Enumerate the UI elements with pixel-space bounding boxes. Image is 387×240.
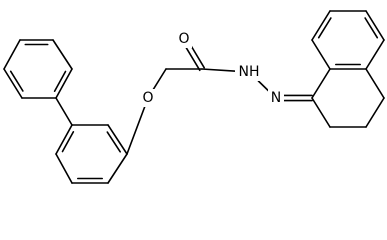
bond-a5-a6 [3,68,23,99]
bond-t2-t3 [311,39,331,70]
atom-ether-oxygen: O [140,89,156,107]
bond-a3-a4 [55,68,73,99]
bond-a6-a1 [3,39,21,70]
bond-t1-t10 [311,97,331,128]
bond-t8-t7 [365,68,385,99]
bond-b2-b3 [55,153,73,184]
bond-b1-b2-inner [61,131,75,153]
bond-a4-b1 [55,97,73,126]
bond-a5-a6-inner [9,70,24,92]
bond-a3-a4-inner [53,70,67,92]
atom-imine-n: N [268,89,284,107]
bond-t2-t1 [311,68,331,99]
atom-amide-nh: NH [235,63,263,81]
chemical-structure: O O NH N [3,10,385,184]
bond-b4-b5 [107,153,128,184]
atom-label-carbonyl-oxygen: O [178,31,189,47]
bond-b1-b2 [55,124,73,155]
bond-t3-t4 [311,10,331,41]
bond-t5-t6-inner [364,17,379,39]
atom-carbonyl-oxygen: O [176,30,192,48]
atom-label-ether-oxygen: O [142,90,153,106]
bond-C2-O2-b [185,46,201,72]
bond-b5-b6-inner [106,131,121,153]
atom-label-imine-n: N [271,90,281,106]
bond-C2-O2-a [189,43,205,69]
bond-O1-C1 [151,68,167,92]
bond-a2-a3 [52,39,73,70]
bond-t6-t7 [365,39,385,70]
bond-t9-t8 [365,97,385,128]
bond-b5-b6 [107,124,128,155]
bond-b5-O1 [126,104,146,155]
bond-lines [3,10,385,184]
bond-t3-t4-inner [317,17,332,39]
bond-C2-N1 [201,68,237,72]
bond-t5-t6 [365,10,385,41]
atom-label-amide-nh: NH [239,64,260,80]
